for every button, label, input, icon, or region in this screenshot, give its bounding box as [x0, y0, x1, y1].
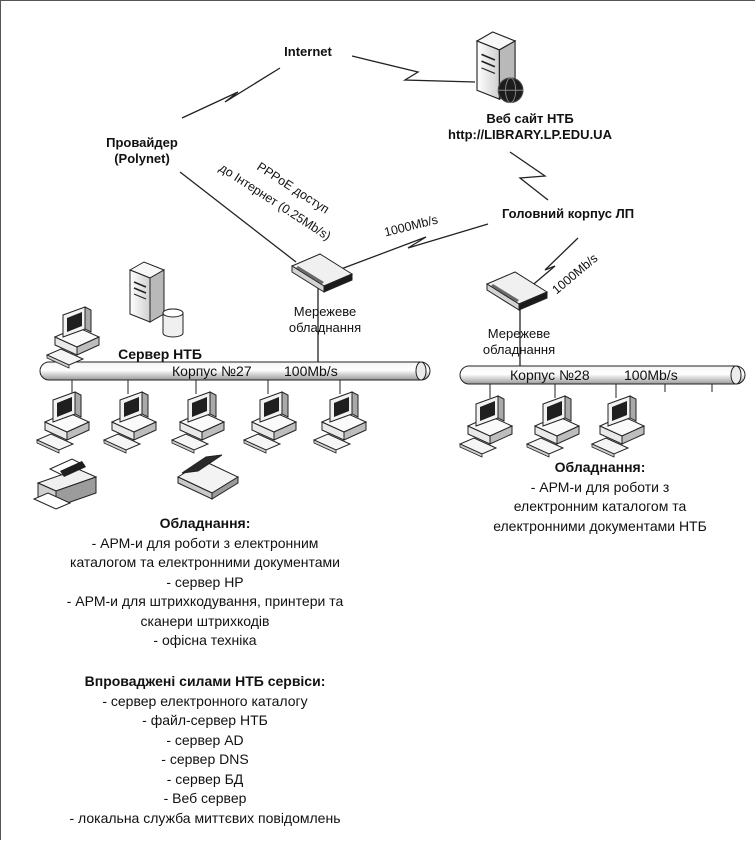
- equipment-left-line: - сервер НР: [166, 573, 244, 590]
- network-equipment-left-label-2: обладнання: [288, 320, 362, 335]
- right-switch-icon: [486, 271, 548, 311]
- services-line: - сервер AD: [166, 731, 244, 748]
- link-provider-switch: [179, 171, 297, 263]
- ntb-server-icon: [129, 261, 184, 338]
- services-line: - локальна служба миттєвих повідомлень: [69, 809, 341, 826]
- provider-label: Провайдер: [106, 135, 178, 150]
- services-line: - сервер електронного каталогу: [102, 692, 308, 709]
- main-building-label: Головний корпус ЛП: [501, 206, 635, 221]
- bus-27-building-label: Корпус №27: [172, 363, 252, 379]
- workstation-icon: [313, 391, 367, 454]
- services-block: Впроваджені силами НТБ сервіси: - сервер…: [25, 672, 385, 828]
- equipment-left-line: - АРМ-и для штрихкодування, принтери та: [66, 593, 344, 609]
- workstation-icon: [36, 391, 90, 454]
- equipment-right-line: електронними документами НТБ: [493, 517, 707, 534]
- equipment-left-title: Обладнання:: [159, 515, 251, 531]
- services-line: - сервер DNS: [161, 751, 249, 767]
- network-equipment-right-label-2: обладнання: [482, 342, 556, 357]
- equipment-left-line: - офісна техніка: [153, 632, 257, 648]
- network-equipment-left-label: Мережеве: [293, 304, 357, 319]
- workstation-icon: [591, 395, 645, 458]
- link-web-main: [509, 151, 549, 201]
- link-internet-web: [351, 55, 476, 83]
- bus-corpus-27: [39, 361, 431, 381]
- link-provider-internet: [181, 67, 281, 119]
- network-equipment-right-label: Мережеве: [487, 326, 551, 341]
- bus-27-speed-label: 100Mb/s: [284, 363, 338, 379]
- server-ntb-label: Сервер НТБ: [118, 346, 202, 362]
- web-site-title: Веб сайт НТБ: [486, 111, 574, 126]
- services-title: Впроваджені силами НТБ сервіси:: [84, 673, 326, 689]
- bus-corpus-28: [459, 365, 746, 385]
- workstation-icon: [103, 391, 157, 454]
- equipment-left-block: Обладнання: - АРМ-и для роботи з електро…: [25, 514, 385, 651]
- equipment-right-line: - АРМ-и для роботи з: [530, 478, 670, 495]
- equipment-right-block: Обладнання: - АРМ-и для роботи з електро…: [450, 458, 750, 536]
- workstation-icon: [243, 391, 297, 454]
- workstation-icon: [526, 395, 580, 458]
- printer-icon: [32, 458, 98, 510]
- bus-28-building-label: Корпус №28: [510, 367, 590, 383]
- web-site-url: http://LIBRARY.LP.EDU.UA: [448, 127, 612, 142]
- scanner-icon: [176, 454, 240, 500]
- equipment-right-line: електронним каталогом та: [513, 498, 687, 514]
- services-line: - Веб сервер: [163, 790, 247, 806]
- equipment-left-line: сканери штрихкодів: [140, 612, 270, 629]
- services-line: - файл-сервер НТБ: [142, 712, 268, 728]
- equipment-left-line: - АРМ-и для роботи з електронним: [91, 534, 319, 551]
- web-server-icon: [476, 31, 524, 104]
- provider-sub-label: (Polynet): [114, 151, 170, 166]
- internet-label: Internet: [284, 44, 332, 59]
- bus-28-speed-label: 100Mb/s: [624, 367, 678, 383]
- services-line: - сервер БД: [166, 770, 244, 787]
- workstation-icon: [46, 306, 100, 369]
- equipment-right-title: Обладнання:: [554, 459, 646, 475]
- link-left-switch-main: [332, 223, 489, 273]
- workstation-icon: [459, 395, 513, 458]
- workstation-icon: [171, 391, 225, 454]
- equipment-left-line: каталогом та електронними документами: [70, 554, 340, 570]
- link-main-right-switch: [521, 237, 579, 295]
- left-switch-icon: [291, 253, 353, 293]
